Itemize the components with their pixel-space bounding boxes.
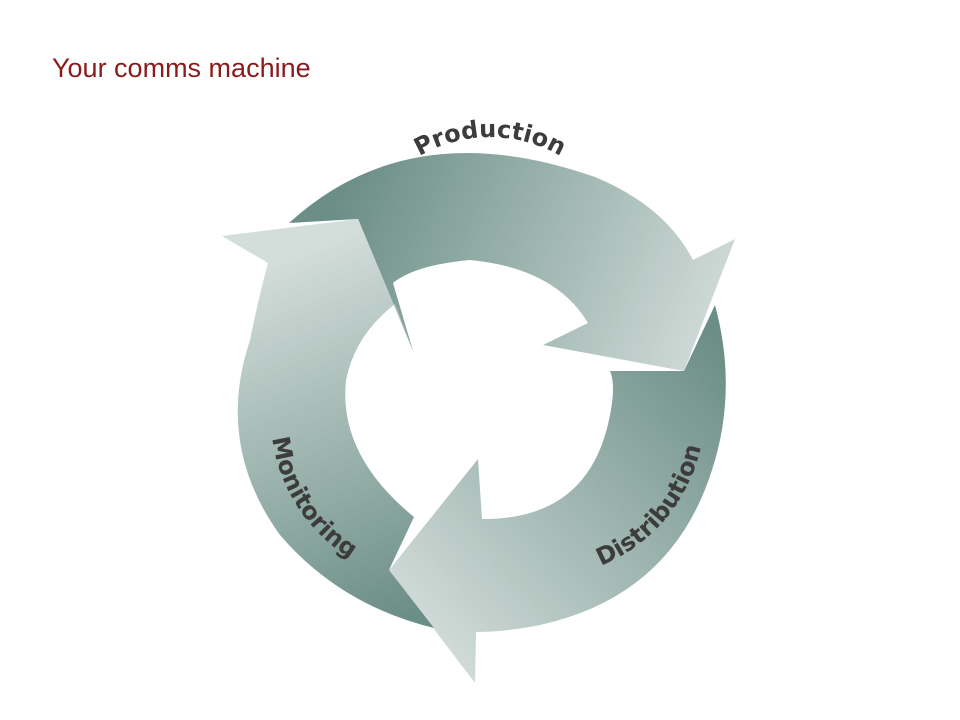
production-arrow [289, 152, 735, 371]
monitoring-arrow [222, 219, 434, 628]
slide-title: Your comms machine [52, 53, 311, 83]
distribution-arrow [389, 305, 726, 683]
cycle-arrows [222, 152, 735, 683]
